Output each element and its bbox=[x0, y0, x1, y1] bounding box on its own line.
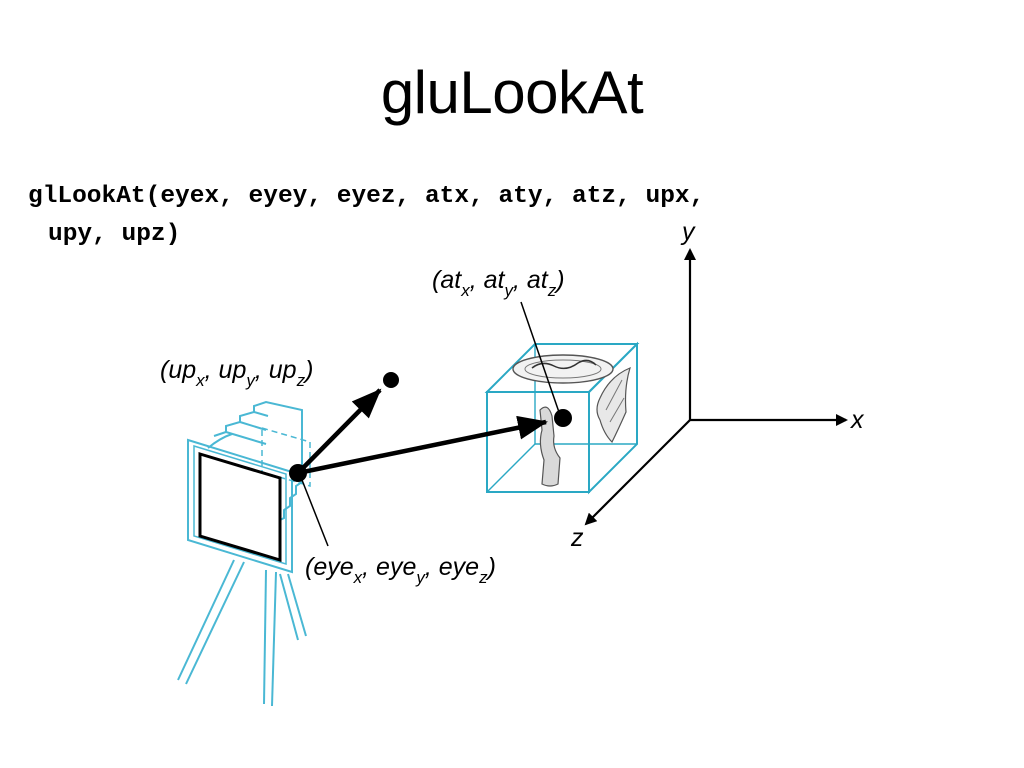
up-point bbox=[383, 372, 399, 388]
eye-leader-line bbox=[301, 479, 329, 547]
up-point-label: (upx, upy, upz) bbox=[160, 356, 313, 390]
z-axis bbox=[584, 419, 691, 526]
eye-point bbox=[289, 464, 307, 482]
view-direction-arrow bbox=[297, 415, 548, 476]
at-point-label: (atx, aty, atz) bbox=[432, 266, 565, 300]
eye-point-label: (eyex, eyey, eyez) bbox=[305, 553, 496, 587]
at-point bbox=[554, 409, 572, 427]
function-signature: glLookAt(eyex, eyey, eyez, atx, aty, atz… bbox=[28, 178, 928, 254]
signature-line-1: glLookAt(eyex, eyey, eyez, atx, aty, atz… bbox=[28, 183, 705, 210]
coordinate-axes: y x z bbox=[570, 218, 865, 552]
at-leader-line bbox=[520, 301, 562, 419]
camera-lens-frame bbox=[198, 451, 282, 563]
x-axis-label: x bbox=[850, 406, 865, 434]
y-axis-label: y bbox=[680, 218, 696, 246]
camera bbox=[177, 400, 311, 707]
up-vector-arrow bbox=[296, 388, 382, 475]
page-title: gluLookAt bbox=[380, 59, 644, 126]
signature-line-2: upy, upz) bbox=[48, 221, 181, 248]
z-axis-label: z bbox=[570, 524, 584, 552]
